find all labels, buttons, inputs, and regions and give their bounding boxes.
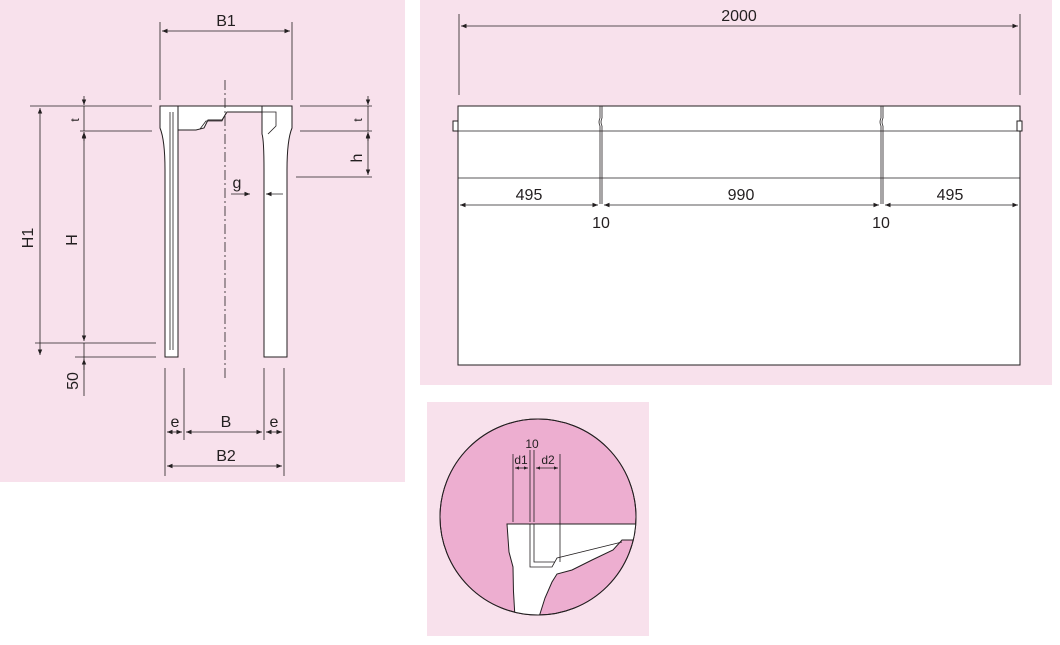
joint-right (879, 106, 884, 204)
dim-e-right-label: e (270, 414, 279, 431)
dim-segment-left: 495 (516, 187, 543, 204)
detail-view-drawing: 10 d1 d2 (439, 418, 637, 616)
dim-e-left-label: e (171, 414, 180, 431)
dim-t-left-label: t (68, 118, 82, 122)
dim-total-length: 2000 (721, 8, 757, 25)
dim-b1-label: B1 (216, 13, 236, 30)
left-wall (159, 105, 179, 358)
trench-body (457, 105, 1021, 366)
dim-gap-left: 10 (592, 215, 610, 232)
section-view-panel: B1 H1 t H 50 t h g (0, 0, 405, 482)
detail-view-panel: 10 d1 d2 (427, 402, 649, 636)
joint-left (598, 106, 603, 204)
dim-h1-label: H1 (20, 228, 37, 249)
dim-gap-right: 10 (872, 215, 890, 232)
detail-d1-label: d1 (514, 453, 528, 467)
dim-g-label: g (233, 175, 242, 192)
section-view-drawing: B1 H1 t H 50 t h g (20, 13, 372, 476)
elevation-view-panel: 2000 495 990 495 10 10 (420, 0, 1052, 385)
dim-segment-right: 495 (937, 187, 964, 204)
dim-t-right-label: t (351, 118, 365, 122)
dim-b2-label: B2 (216, 448, 236, 465)
detail-gap-label: 10 (525, 437, 539, 451)
cover-plate (177, 105, 263, 131)
detail-cover-plate (506, 523, 636, 615)
dim-h-small-label: h (349, 154, 366, 163)
right-wall (261, 105, 293, 358)
dim-segment-middle: 990 (728, 187, 755, 204)
elevation-view-drawing: 2000 495 990 495 10 10 (452, 8, 1023, 366)
dim-50-label: 50 (65, 372, 82, 390)
dim-b-label: B (221, 414, 232, 431)
dim-h-label: H (64, 234, 81, 246)
detail-d2-label: d2 (541, 453, 555, 467)
